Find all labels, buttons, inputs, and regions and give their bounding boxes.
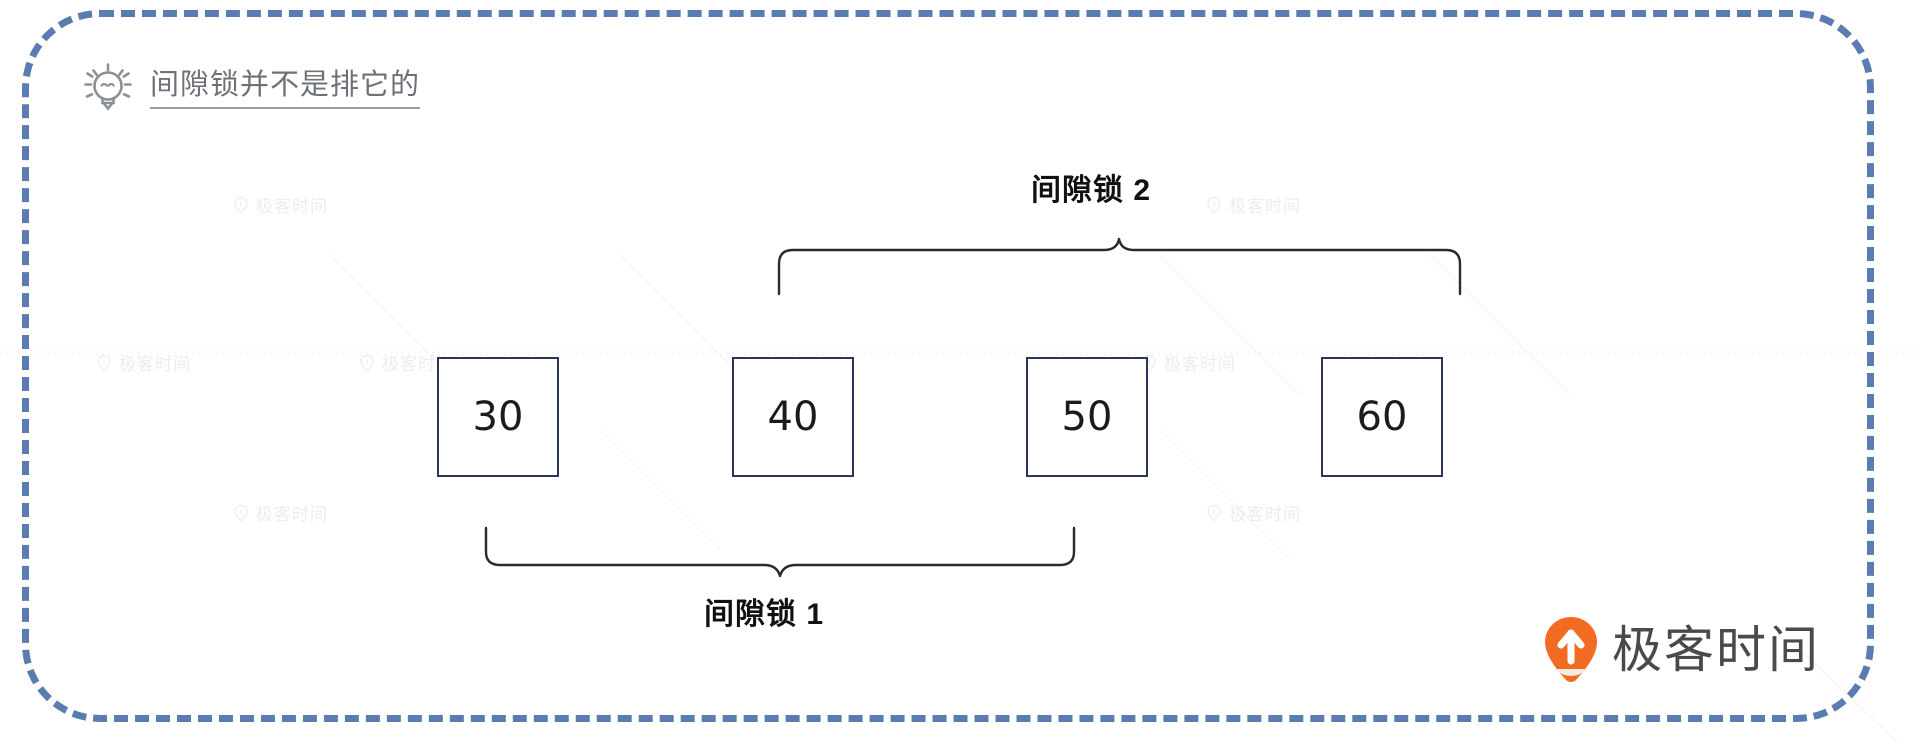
gap-lock-1-label: 间隙锁 1 xyxy=(704,598,825,631)
brand-logo: 极客时间 xyxy=(1543,615,1820,685)
watermark-logo-icon xyxy=(97,354,111,371)
watermark: 极客时间 xyxy=(232,192,328,217)
value-box-30[interactable]: 30 xyxy=(437,357,559,477)
watermark-text: 极客时间 xyxy=(1229,505,1301,524)
gap-lock-1-brace xyxy=(484,526,1076,578)
brand-name: 极客时间 xyxy=(1612,622,1820,678)
value-box-60[interactable]: 60 xyxy=(1321,357,1443,477)
value-box-40[interactable]: 40 xyxy=(732,357,854,477)
watermark-text: 极客时间 xyxy=(1164,355,1236,374)
watermark: 极客时间 xyxy=(1205,500,1301,525)
watermark: 极客时间 xyxy=(95,350,191,375)
watermark-logo-icon xyxy=(360,354,374,371)
watermark-logo-icon xyxy=(234,196,248,213)
gap-lock-2-label: 间隙锁 2 xyxy=(1031,174,1152,207)
header: 间隙锁并不是排它的 xyxy=(80,58,421,120)
watermark-text: 极客时间 xyxy=(256,505,328,524)
watermark-text: 极客时间 xyxy=(119,355,191,374)
watermark-text: 极客时间 xyxy=(256,197,328,216)
watermark-text: 极客时间 xyxy=(1229,197,1301,216)
watermark-logo-icon xyxy=(1207,504,1221,521)
watermark: 极客时间 xyxy=(1205,192,1301,217)
gap-lock-2-brace xyxy=(777,237,1462,296)
lightbulb-icon xyxy=(84,63,132,111)
watermark: 极客时间 xyxy=(232,500,328,525)
watermark: 极客时间 xyxy=(1140,350,1236,375)
geektime-logo-icon xyxy=(1545,617,1597,683)
value-box-50[interactable]: 50 xyxy=(1026,357,1148,477)
watermark-logo-icon xyxy=(234,504,248,521)
watermark-logo-icon xyxy=(1207,196,1221,213)
page-title: 间隙锁并不是排它的 xyxy=(150,69,421,109)
